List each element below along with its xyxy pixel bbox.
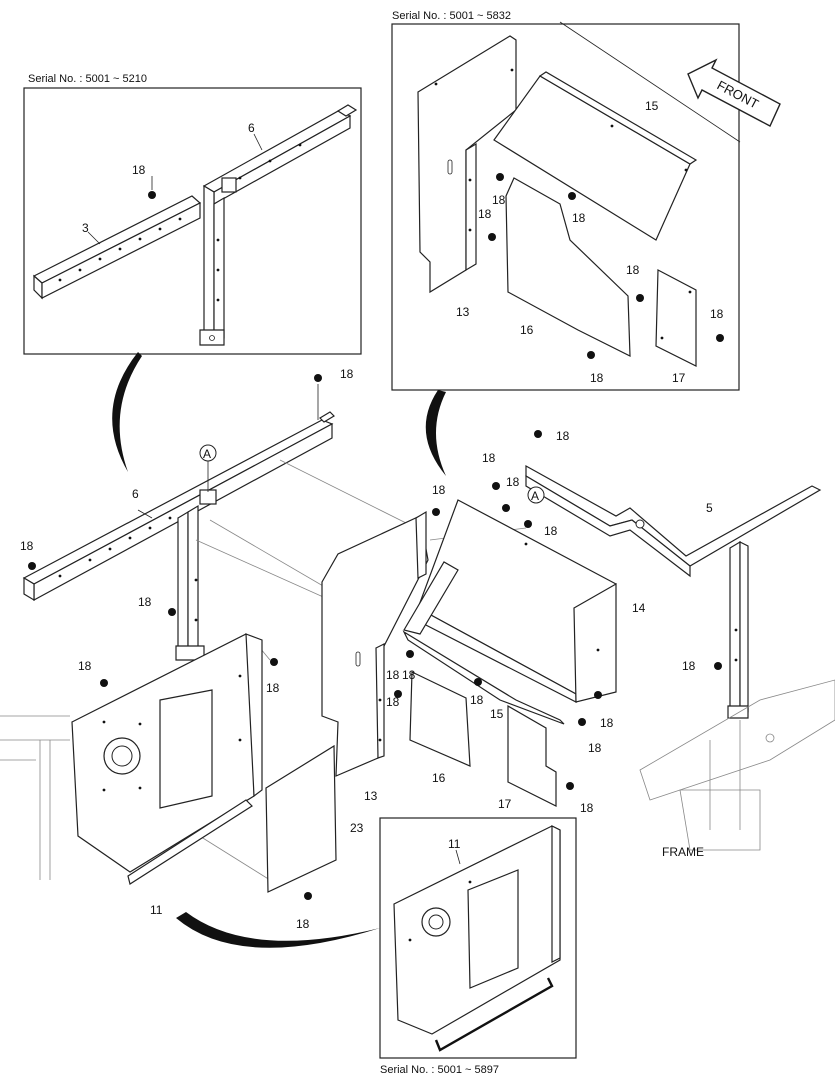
part-13-panel-main	[321, 510, 429, 777]
serial-label-top-left: Serial No. : 5001 ~ 5210	[28, 73, 147, 85]
part-6-tframe	[199, 104, 358, 346]
frame-outline	[639, 679, 835, 851]
callout-18: 18	[572, 211, 586, 225]
part-17-bracket	[655, 269, 697, 367]
callout-18: 18	[544, 524, 558, 538]
callout-11: 11	[448, 837, 461, 851]
callout-17: 17	[672, 371, 686, 385]
part-5-frame	[525, 464, 822, 719]
leader-swoosh	[176, 912, 380, 948]
callout-18: 18	[78, 659, 92, 673]
mark-a-circle	[527, 486, 545, 504]
inset-top-right: Serial No. : 5001 ~ 5832 FRONT 18 18 18 …	[391, 10, 781, 391]
frame-label: FRAME	[662, 845, 704, 859]
serial-label-bottom: Serial No. : 5001 ~ 5897	[380, 1064, 499, 1076]
callout-18: 18	[478, 207, 492, 221]
chassis-ghost	[0, 715, 70, 880]
callout-18: 18	[482, 451, 496, 465]
inset-top-left: Serial No. : 5001 ~ 5210	[23, 73, 362, 355]
callout-13: 13	[456, 305, 470, 319]
callout-18: 18	[402, 668, 416, 682]
callout-18: 18	[386, 668, 400, 682]
bolts-main	[28, 374, 722, 900]
callout-18: 18	[710, 307, 724, 321]
mark-a-label: A	[531, 489, 539, 503]
callout-15: 15	[645, 99, 659, 113]
callout-14: 14	[632, 601, 646, 615]
callout-18: 18	[588, 741, 602, 755]
part-6-beam	[22, 411, 335, 661]
callout-18: 18	[590, 371, 604, 385]
callout-18: 18	[386, 695, 400, 709]
callout-6: 6	[248, 121, 255, 135]
callout-17: 17	[498, 797, 512, 811]
callout-18: 18	[492, 193, 506, 207]
inset-bottom: Serial No. : 5001 ~ 5897 11	[379, 817, 577, 1076]
callout-18: 18	[682, 659, 696, 673]
callout-18: 18	[132, 163, 146, 177]
serial-label-top-right: Serial No. : 5001 ~ 5832	[392, 10, 511, 22]
part-3-beam	[32, 195, 202, 300]
callout-18: 18	[470, 693, 484, 707]
part-23-plate	[265, 744, 337, 893]
callout-18: 18	[266, 681, 280, 695]
callout-6: 6	[132, 487, 139, 501]
callout-18: 18	[506, 475, 520, 489]
part-14-box	[403, 499, 617, 703]
callout-5: 5	[706, 501, 713, 515]
callout-11: 11	[150, 903, 163, 917]
leader-swoosh	[112, 352, 142, 472]
callout-23: 23	[350, 821, 364, 835]
part-16-plate	[409, 671, 471, 767]
callout-18: 18	[138, 595, 152, 609]
callout-18: 18	[340, 367, 354, 381]
callout-3: 3	[82, 221, 89, 235]
part-11-panel	[71, 633, 263, 885]
leader-swoosh	[425, 390, 446, 476]
callout-18: 18	[432, 483, 446, 497]
part-15-cover-main	[402, 630, 565, 725]
callout-18: 18	[580, 801, 594, 815]
callout-16: 16	[432, 771, 446, 785]
callout-18: 18	[626, 263, 640, 277]
part-16-panel	[505, 177, 631, 357]
callout-18: 18	[556, 429, 570, 443]
callout-16: 16	[520, 323, 534, 337]
callout-15: 15	[490, 707, 504, 721]
part-17-bracket-main	[507, 704, 557, 807]
callout-18: 18	[20, 539, 34, 553]
callout-18: 18	[600, 716, 614, 730]
callout-13: 13	[364, 789, 378, 803]
callout-18: 18	[296, 917, 310, 931]
bolt-18-icon	[148, 191, 156, 199]
mark-a-label: A	[203, 447, 211, 461]
